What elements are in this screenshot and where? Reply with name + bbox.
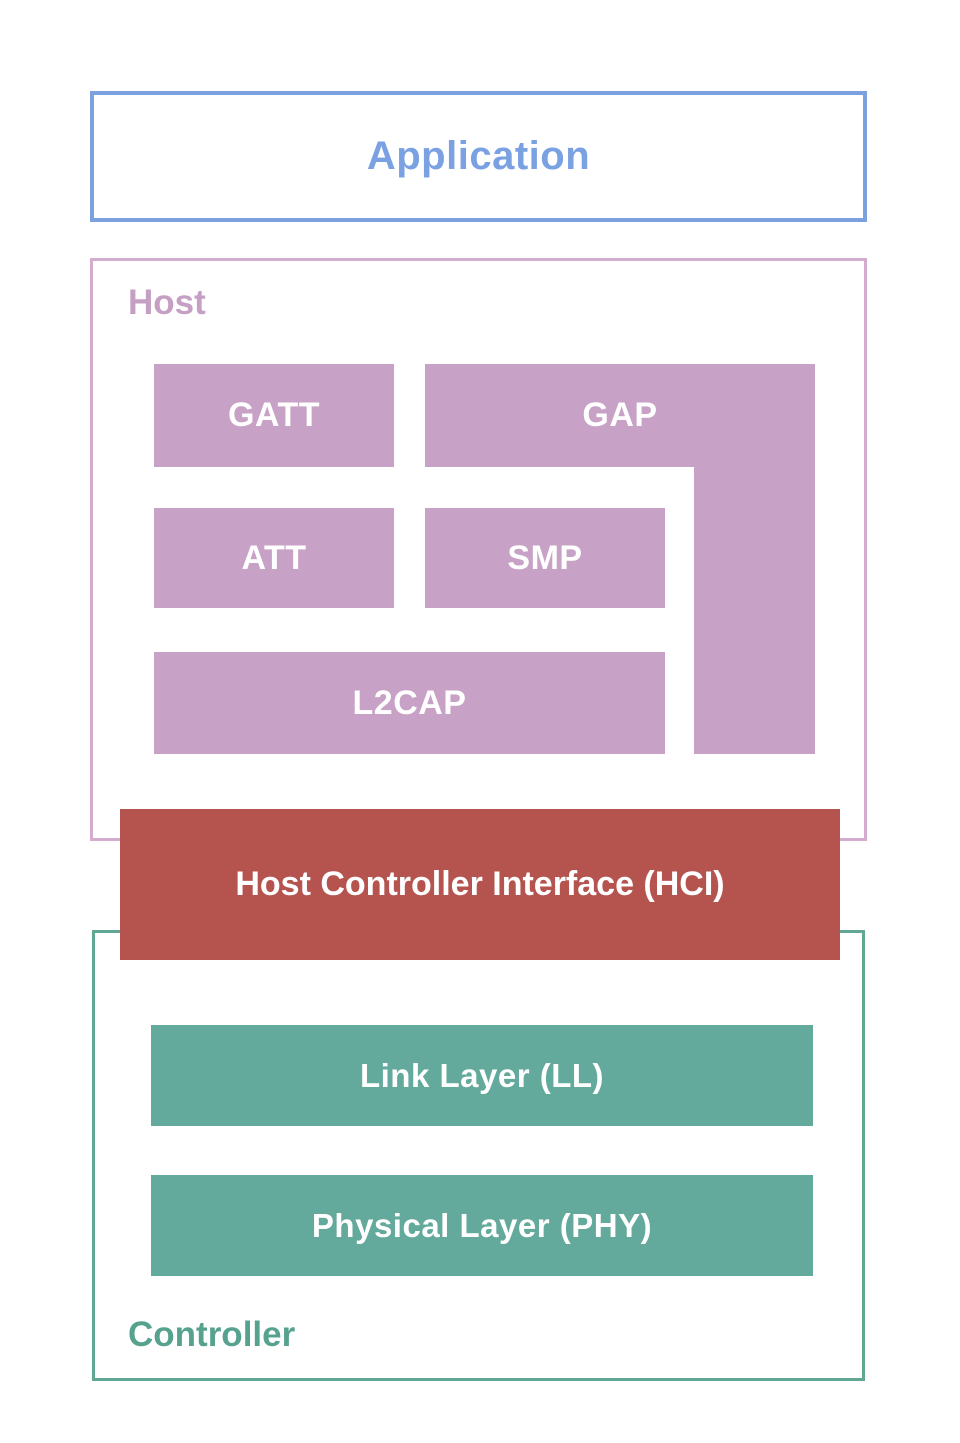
controller-box: Link Layer (LL) Physical Layer (PHY) Con… [92,930,865,1381]
att-label: ATT [241,538,307,577]
link-layer-label: Link Layer (LL) [359,1056,605,1094]
l2cap-label: L2CAP [352,683,467,722]
gatt-label: GATT [227,396,320,434]
block-physical-layer: Physical Layer (PHY) [151,1175,813,1276]
physical-layer-label: Physical Layer (PHY) [311,1206,653,1244]
smp-label: SMP [507,538,583,577]
block-gap: GAP [425,364,815,467]
block-l2cap: L2CAP [154,652,665,754]
controller-label: Controller [128,1315,296,1354]
block-att: ATT [154,508,394,608]
block-hci: Host Controller Interface (HCI) [120,809,840,960]
block-link-layer: Link Layer (LL) [151,1025,813,1126]
block-smp: SMP [425,508,665,608]
host-box: Host GATT GAP ATT SMP L2CAP [90,258,867,841]
application-box: Application [90,91,867,222]
block-gatt: GATT [154,364,394,467]
application-label: Application [366,134,591,178]
host-label: Host [128,283,206,322]
hci-label: Host Controller Interface (HCI) [235,865,725,903]
gap-label: GAP [582,396,658,434]
